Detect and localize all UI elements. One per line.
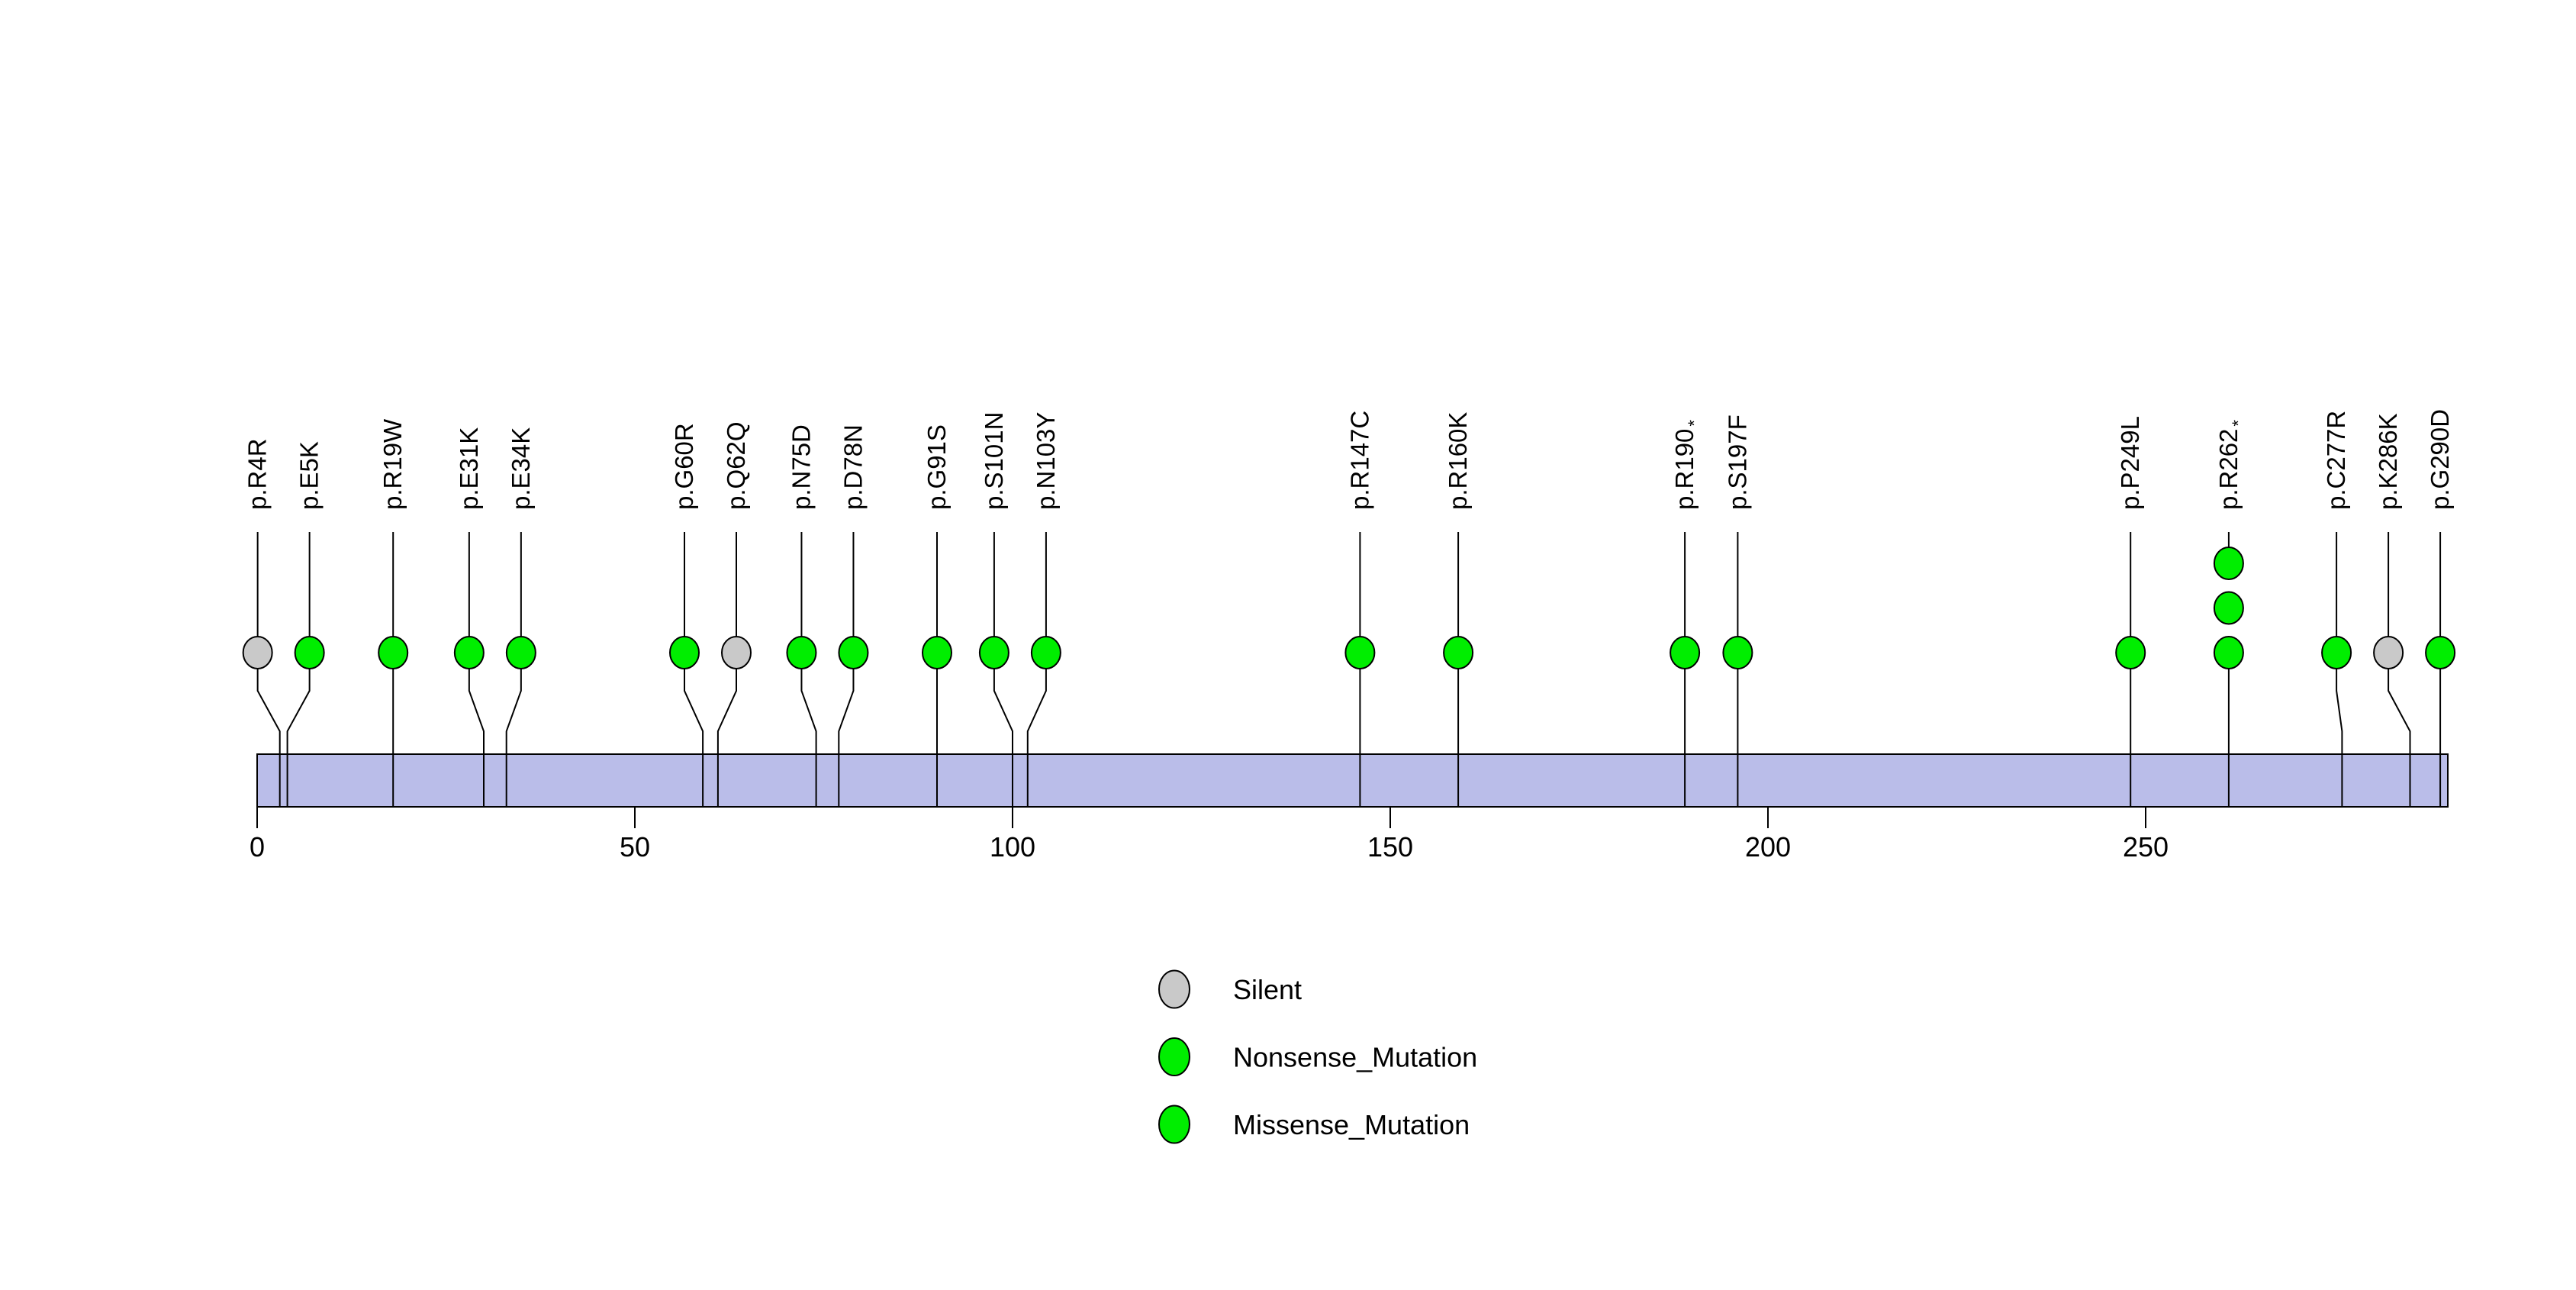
mutation-label: p.C277R xyxy=(2322,411,2350,510)
lollipop-circle xyxy=(786,636,817,669)
lollipop-circle xyxy=(2115,636,2146,669)
lollipop-stem-bend xyxy=(838,669,855,754)
lollipop-circle xyxy=(922,636,952,669)
protein-bar xyxy=(256,753,2449,808)
legend-item-label: Silent xyxy=(1233,974,1302,1005)
lollipop-circle xyxy=(1722,636,1753,669)
lollipop-stem-bend xyxy=(1026,669,1047,754)
lollipop-circle xyxy=(453,636,485,669)
mutation-label: p.D78N xyxy=(839,424,867,510)
mutation-label: p.R19W xyxy=(378,418,407,510)
lollipop-circle xyxy=(1443,636,1474,669)
mutation-label: p.N75D xyxy=(787,424,815,510)
lollipop-stem-bend xyxy=(256,669,281,754)
mutation-label: p.E31K xyxy=(455,427,483,510)
mutation-label: p.G60R xyxy=(670,423,698,510)
axis-tick-label: 100 xyxy=(990,831,1035,863)
axis-tick-label: 150 xyxy=(1367,831,1413,863)
axis-tick-label: 0 xyxy=(250,831,265,863)
mutation-label: p.R160K xyxy=(1444,412,1472,510)
legend-item-label: Nonsense_Mutation xyxy=(1233,1042,1477,1073)
lollipop-circle xyxy=(505,636,536,669)
lollipop-circle xyxy=(378,636,409,669)
mutation-label: p.G290D xyxy=(2426,409,2454,510)
legend-item-marker xyxy=(1158,1105,1190,1144)
lollipop-stem-bend xyxy=(286,669,311,754)
lollipop-circle xyxy=(2213,636,2244,669)
lollipop-circle xyxy=(978,636,1009,669)
lollipop-stem-bend xyxy=(993,669,1013,754)
lollipop-circle xyxy=(2213,591,2244,625)
lollipop-stem-bend xyxy=(800,669,817,754)
mutation-label: p.R4R xyxy=(243,438,272,510)
legend-item-marker xyxy=(1158,1037,1190,1076)
axis-tick-label: 50 xyxy=(620,831,650,863)
axis-tick-label: 250 xyxy=(2123,831,2169,863)
lollipop-circle xyxy=(1670,636,1701,669)
lollipop-circle xyxy=(669,636,700,669)
lollipop-circle xyxy=(2425,636,2456,669)
mutation-label: p.N103Y xyxy=(1032,412,1060,510)
lollipop-circle xyxy=(1030,636,1061,669)
mutation-label: p.G91S xyxy=(923,424,951,510)
mutation-label: p.E5K xyxy=(295,441,324,510)
legend-item-marker xyxy=(1158,969,1190,1009)
mutation-label: p.K286K xyxy=(2374,413,2402,510)
mutation-label: p.S197F xyxy=(1723,414,1751,510)
mutation-label: p.E34K xyxy=(507,427,535,510)
lollipop-circle xyxy=(1344,636,1376,669)
lollipop-stem-bend xyxy=(468,669,485,754)
lollipop-circle xyxy=(2373,636,2404,669)
lollipop-circle xyxy=(294,636,325,669)
lollipop-stem-bend xyxy=(716,669,737,754)
mutation-label: p.Q62Q xyxy=(722,421,750,510)
mutation-label: p.R262* xyxy=(2214,420,2248,510)
axis-tick-label: 200 xyxy=(1745,831,1791,863)
lollipop-stem-bend xyxy=(2336,669,2343,754)
mutation-label: p.S101N xyxy=(980,412,1008,510)
lollipop-circle xyxy=(838,636,869,669)
lollipop-circle xyxy=(242,636,273,669)
legend-item-label: Missense_Mutation xyxy=(1233,1109,1470,1140)
lollipop-stem-bend xyxy=(505,669,522,754)
mutation-label: p.P249L xyxy=(2116,416,2144,510)
lollipop-stem-bend xyxy=(2388,669,2411,754)
lollipop-stem-bend xyxy=(684,669,704,754)
mutation-label: p.R147C xyxy=(1345,411,1373,510)
lollipop-circle xyxy=(2321,636,2352,669)
mutation-label: p.R190* xyxy=(1670,420,1704,510)
lollipop-circle xyxy=(721,636,752,669)
lollipop-circle xyxy=(2213,547,2244,580)
